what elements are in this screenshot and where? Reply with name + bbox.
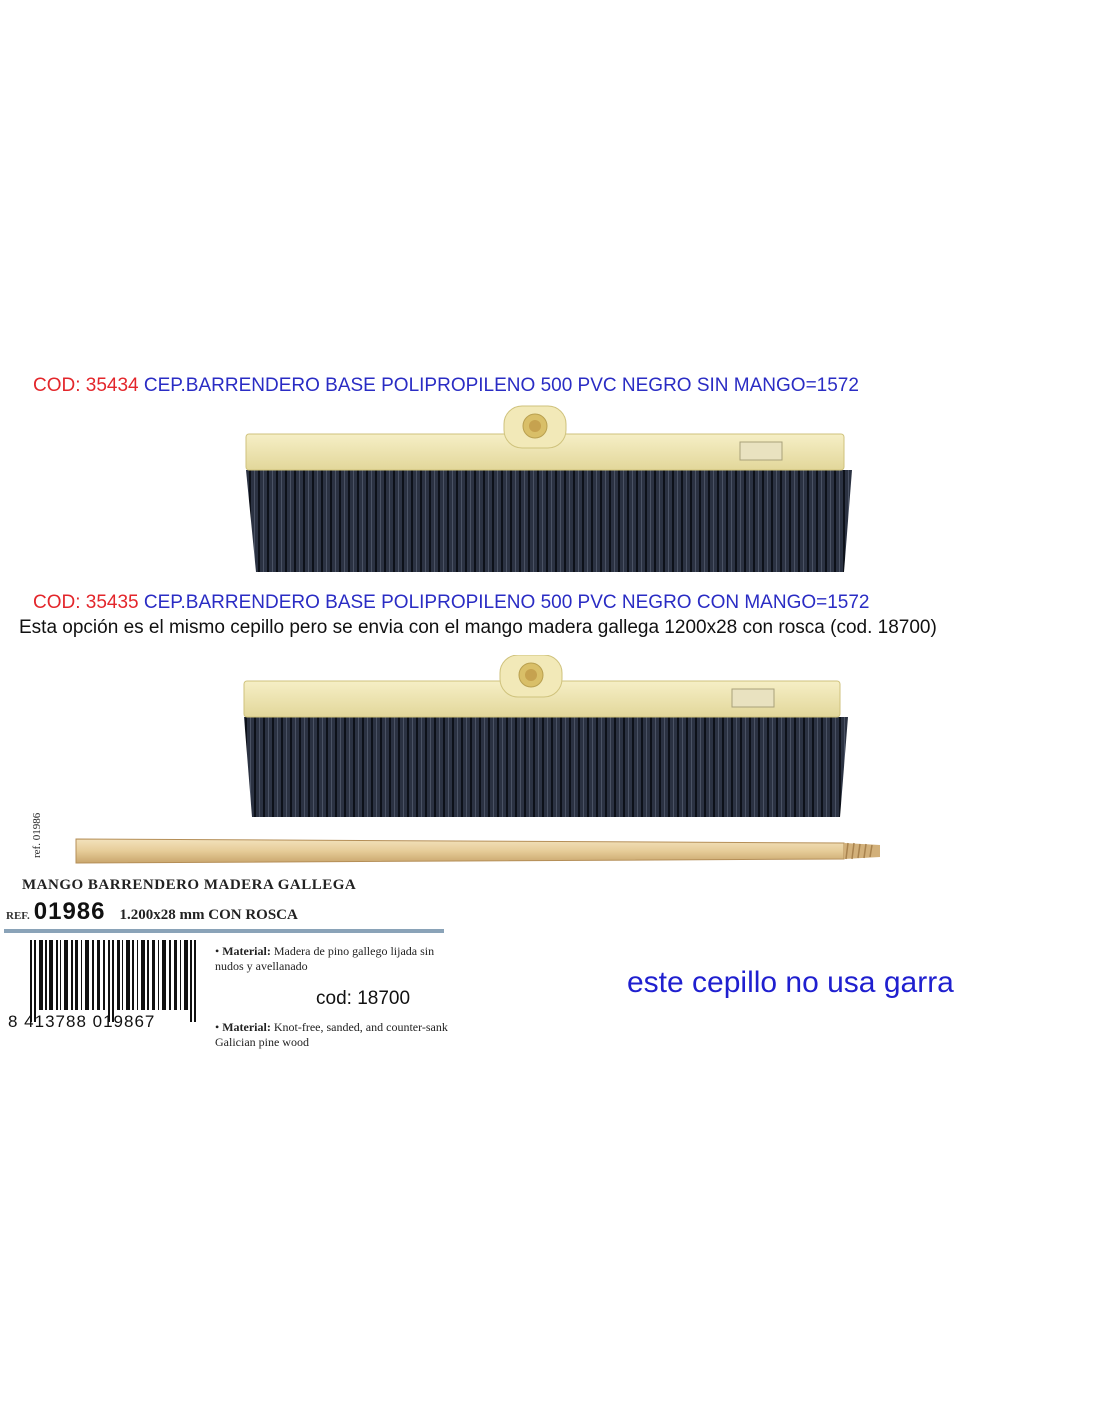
barcode-digits: 8 413788 019867 [8, 1012, 156, 1031]
broom-head-image [245, 405, 852, 572]
material-en: • Material: Knot-free, sanded, and count… [215, 1020, 448, 1049]
material-es-text: Madera de pino gallego lijada sin nudos … [215, 944, 435, 973]
handle-cod: cod: 18700 [316, 988, 411, 1009]
barcode-image [30, 940, 196, 1022]
vertical-ref-text: ref. 01986 [31, 812, 43, 858]
ref-prefix: REF. [6, 910, 30, 922]
product2-code: COD: 35435 [33, 592, 139, 613]
no-claw-note: este cepillo no usa garra [627, 966, 954, 999]
handle-dimensions: 1.200x28 mm CON ROSCA [119, 907, 298, 923]
handle-label-title: MANGO BARRENDERO MADERA GALLEGA [22, 877, 357, 893]
product2-note: Esta opción es el mismo cepillo pero se … [19, 617, 937, 638]
broom-head-image [243, 655, 848, 817]
wooden-handle-image [75, 838, 880, 864]
label-rule [4, 929, 444, 933]
product1-code: COD: 35434 [33, 375, 139, 396]
material-en-text: Knot-free, sanded, and counter-sank Gali… [215, 1020, 448, 1049]
product2-heading: COD: 35435 CEP.BARRENDERO BASE POLIPROPI… [33, 592, 870, 614]
product1-description: CEP.BARRENDERO BASE POLIPROPILENO 500 PV… [143, 375, 859, 396]
ref-number: 01986 [33, 898, 106, 925]
material-es-label: Material: [222, 944, 271, 958]
material-en-label: Material: [222, 1020, 271, 1034]
handle-ref-line: REF. 01986 1.200x28 mm CON ROSCA [6, 898, 298, 926]
product2-description: CEP.BARRENDERO BASE POLIPROPILENO 500 PV… [143, 592, 870, 613]
product1-heading: COD: 35434 CEP.BARRENDERO BASE POLIPROPI… [33, 375, 859, 397]
material-es: • Material: Madera de pino gallego lijad… [215, 944, 435, 973]
